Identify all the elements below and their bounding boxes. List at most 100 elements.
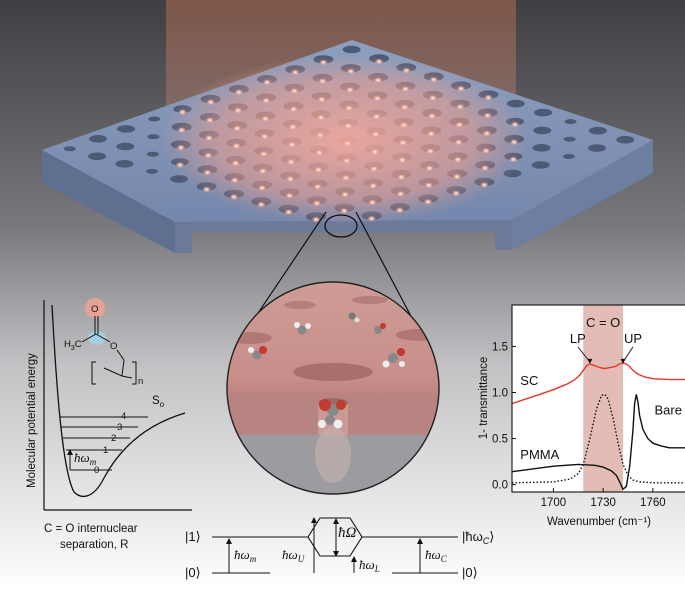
hotspot: [262, 79, 272, 86]
chart-ylabel: 1- transmittance: [478, 357, 490, 439]
air-hole: [588, 126, 607, 135]
air-hole: [145, 168, 158, 174]
hotspot: [451, 190, 461, 197]
hotspot: [203, 152, 213, 159]
hotspot: [480, 164, 490, 172]
hotspot: [371, 131, 381, 138]
annotation-lp: LP: [570, 331, 586, 346]
hotspot: [206, 98, 216, 106]
hotspot: [510, 121, 520, 128]
hotspot: [453, 156, 463, 163]
hotspot: [340, 191, 350, 198]
co-band-label: C = O: [586, 315, 620, 330]
hotspot: [454, 121, 464, 128]
hotspot: [284, 208, 294, 216]
level-label-4: 4: [121, 411, 126, 422]
hotspot: [178, 108, 187, 116]
hotspot: [204, 134, 214, 142]
air-hole: [63, 146, 76, 152]
plot-frame: [511, 304, 685, 493]
ket0-right: |0⟩: [462, 565, 478, 580]
air-hole: [531, 161, 550, 169]
zoom-target-ring: [324, 214, 358, 238]
hotspot: [372, 113, 381, 120]
hotspot: [289, 87, 299, 95]
y-tick-label: 1.5: [492, 341, 508, 353]
hotspot: [233, 107, 243, 114]
energy-level-diagram: |1⟩ |0⟩ ħωm ħωU ħΩ ħωL: [185, 517, 494, 580]
hotspot: [285, 192, 294, 199]
hotspot: [429, 76, 439, 83]
slab-gap: [175, 220, 512, 253]
state-label: So: [152, 395, 165, 409]
polariton-hexagon: [307, 517, 363, 557]
air-hole: [563, 136, 576, 142]
ket-c-right: |ħωC⟩: [462, 529, 494, 546]
hotspot: [367, 215, 377, 222]
hotspot: [373, 77, 383, 84]
hotspot: [369, 165, 379, 173]
hotspot: [343, 122, 353, 130]
air-hole: [89, 135, 107, 143]
omega-m-label: ħωm: [234, 547, 257, 564]
hotspot: [509, 138, 519, 146]
hotspot: [176, 144, 186, 151]
hotspot: [234, 89, 244, 96]
level-label-0: 0: [94, 465, 99, 476]
slab-right-face: [512, 140, 653, 250]
air-hole: [146, 151, 159, 157]
photonic-crystal-slab: [42, 40, 653, 253]
hotspot: [229, 193, 239, 201]
atom-o-ester: O: [110, 341, 117, 352]
y-tick-label: 0.0: [492, 480, 508, 492]
hotspot: [257, 184, 267, 192]
hotspot: [316, 114, 326, 121]
hotspot: [311, 216, 321, 223]
hotspot: [398, 139, 408, 146]
atom-o-carbonyl: O: [91, 304, 98, 315]
y-tick-label: 0.5: [492, 434, 508, 446]
hotspot: [397, 156, 407, 164]
hotspot: [288, 123, 298, 131]
series-sc: [512, 362, 685, 405]
hotspot: [231, 142, 241, 150]
air-hole: [534, 108, 553, 117]
hotspot: [508, 156, 518, 163]
omega-c-label: ħωC: [425, 547, 448, 564]
air-hole: [115, 160, 134, 168]
x-tick-label: 1760: [640, 497, 666, 509]
rabi-label: ħΩ: [338, 525, 357, 541]
zoom-inset-border: [226, 281, 440, 495]
hotspot: [425, 165, 435, 172]
hotspot: [396, 173, 406, 181]
hotspot: [290, 69, 300, 76]
hotspot: [231, 160, 241, 167]
hotspot: [343, 140, 352, 147]
field-hotspots: [175, 58, 520, 223]
air-hole: [533, 126, 552, 135]
y-tick-label: 1.0: [492, 388, 508, 400]
air-hole: [562, 154, 575, 159]
hotspot: [341, 174, 351, 181]
zoom-line-right: [355, 211, 415, 323]
hotspot: [313, 183, 323, 190]
hotspot: [314, 166, 323, 173]
hotspot: [312, 200, 322, 207]
carbon-highlight: [88, 331, 106, 345]
air-hole: [88, 152, 107, 161]
hotspot: [483, 112, 493, 119]
hotspot: [479, 181, 489, 189]
hotspot: [395, 207, 405, 214]
hotspot: [344, 104, 354, 112]
oxygen-highlight: [85, 298, 105, 318]
ket0-left: |0⟩: [185, 565, 201, 580]
hotspot: [317, 96, 327, 103]
hotspot: [401, 67, 411, 74]
hotspot: [289, 105, 299, 113]
hotspot: [315, 132, 325, 139]
hotspot: [346, 68, 356, 75]
hotspot: [345, 86, 355, 94]
hotspot: [318, 59, 328, 66]
